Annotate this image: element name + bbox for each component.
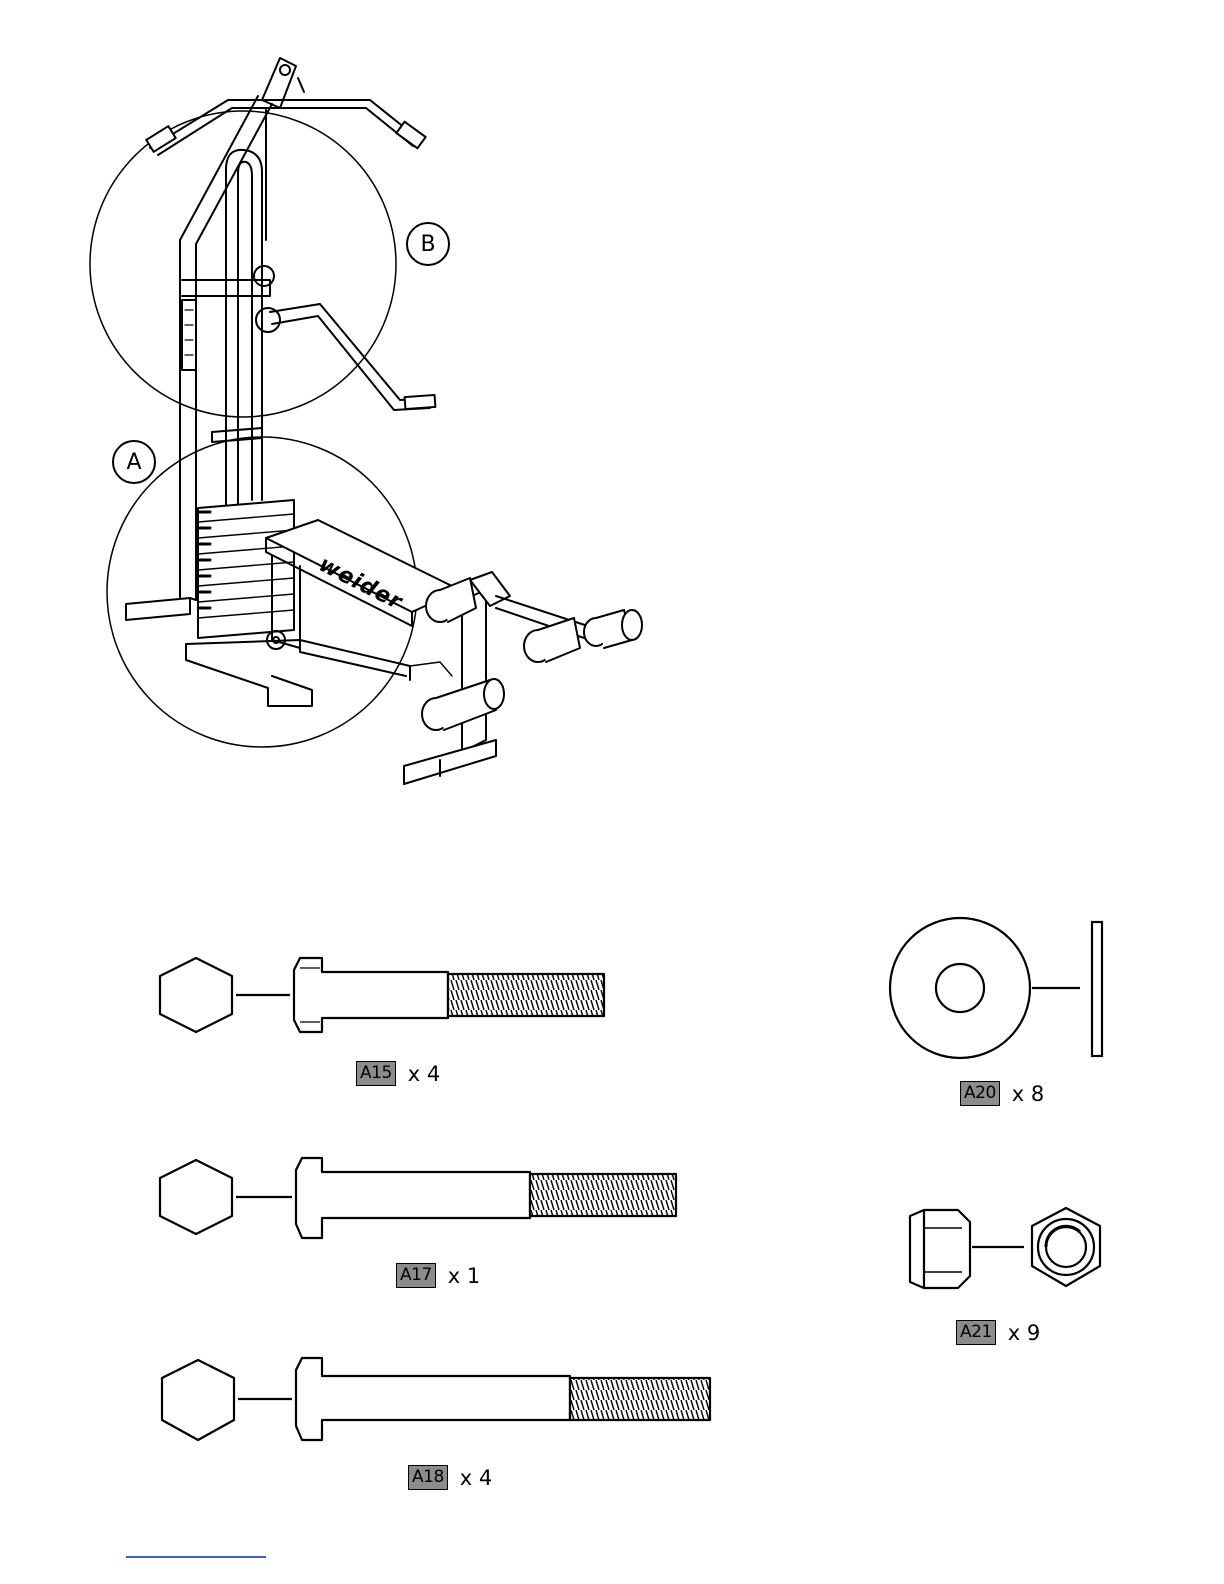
bolt-a15-head-end-view [160,958,232,1032]
lock-nut-a21-side-view [910,1210,970,1288]
bolt-a18 [162,1358,710,1440]
callout-b-text: B [420,232,435,257]
pulley-wheel [254,266,274,286]
bolt-a17-head-end-view [160,1160,232,1234]
bolt-a15 [160,958,604,1032]
bolt-a17-side-view [296,1158,530,1238]
part-qty: x 4 [460,1466,492,1490]
foam-rollers [422,578,642,730]
part-code: A20 [960,1081,1000,1106]
home-gym-illustration [90,58,642,784]
footer-rule [126,1556,266,1558]
part-qty: x 9 [1008,1321,1040,1345]
part-tag-a17: A17 x 1 [396,1263,480,1288]
part-code: A15 [356,1061,396,1086]
part-code: A17 [396,1263,436,1288]
part-code: A21 [956,1320,996,1345]
washer-a20-edge-view [1092,922,1102,1056]
part-tag-a21: A21 x 9 [956,1320,1040,1345]
washer-a20 [890,918,1102,1058]
bolt-a18-side-view [296,1358,570,1440]
part-qty: x 8 [1012,1082,1044,1106]
part-code: A18 [408,1465,448,1490]
part-qty: x 1 [448,1264,480,1288]
part-tag-a15: A15 x 4 [356,1061,440,1086]
part-tag-a18: A18 x 4 [408,1465,492,1490]
part-tag-a20: A20 x 8 [960,1081,1044,1106]
bolt-a18-head-end-view [162,1360,234,1440]
callout-b-label: B [406,222,450,266]
callout-a-label: A [112,440,156,484]
bolt-a17 [160,1158,676,1238]
bolt-a15-side-view [294,958,448,1032]
callout-a-text: A [126,450,141,475]
part-qty: x 4 [408,1062,440,1086]
lock-nut-a21 [910,1208,1100,1288]
